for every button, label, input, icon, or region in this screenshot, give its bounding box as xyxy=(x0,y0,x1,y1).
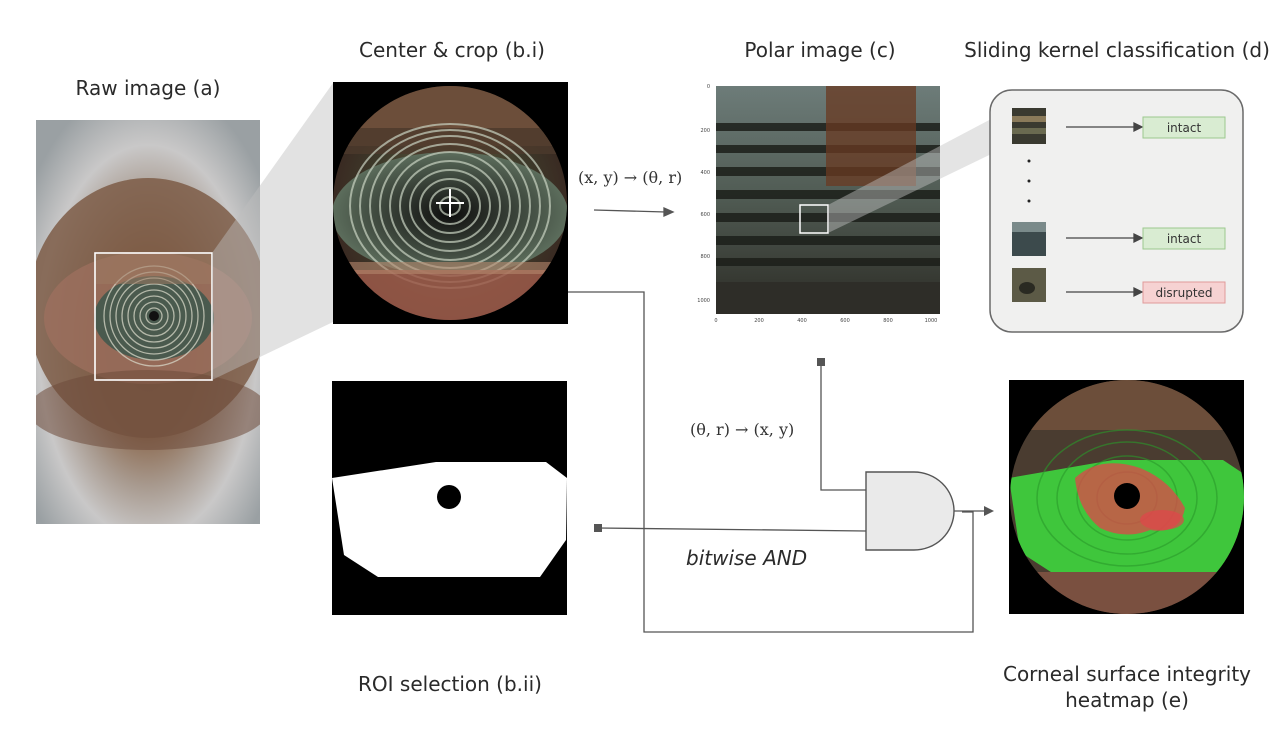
inverse-transform-label: (θ, r) → (x, y) xyxy=(690,420,795,439)
polar-xtick: 1000 xyxy=(925,318,938,324)
polar-ytick: 0 xyxy=(707,84,710,90)
crop-region-box xyxy=(94,252,213,381)
result-disrupted: disrupted xyxy=(1142,281,1226,304)
ellipsis-dot xyxy=(1027,199,1031,203)
polar-xtick: 200 xyxy=(754,318,764,324)
polar-ytick: 400 xyxy=(700,170,710,176)
center-crop-label: Center & crop (b.i) xyxy=(359,38,545,62)
result-intact-2: intact xyxy=(1142,227,1226,250)
forward-transform-arrow xyxy=(593,206,675,218)
kernel-window xyxy=(799,204,829,234)
polar-xtick: 800 xyxy=(883,318,893,324)
polar-xtick: 0 xyxy=(714,318,717,324)
center-crosshair xyxy=(436,189,464,217)
ellipsis-dot xyxy=(1027,159,1031,163)
sliding-kernel-label: Sliding kernel classification (d) xyxy=(964,38,1270,62)
svg-text:intact: intact xyxy=(1167,232,1202,246)
ellipsis-dot xyxy=(1027,179,1031,183)
result-intact-1: intact xyxy=(1142,116,1226,139)
raw-image-label: Raw image (a) xyxy=(75,76,221,100)
kernel-patch-1 xyxy=(1012,108,1046,144)
polar-image: 0 200 400 600 800 1000 0 200 400 600 800… xyxy=(697,84,940,324)
polar-ytick: 1000 xyxy=(697,298,710,304)
classification-panel: intact intact disrupted xyxy=(989,89,1244,333)
polar-ytick: 800 xyxy=(700,254,710,260)
heatmap-label-line2: heatmap (e) xyxy=(1065,688,1189,712)
forward-transform-label: (x, y) → (θ, r) xyxy=(578,168,683,187)
svg-text:disrupted: disrupted xyxy=(1155,286,1212,300)
zoom-wedge xyxy=(212,83,333,380)
and-gate xyxy=(865,471,955,551)
roi-connector-terminal xyxy=(594,524,602,532)
raw-image xyxy=(36,120,260,524)
inverse-connector-terminal xyxy=(817,358,825,366)
roi-mask-image xyxy=(332,381,567,615)
polar-xtick: 600 xyxy=(840,318,850,324)
polar-ytick: 200 xyxy=(700,128,710,134)
polar-ytick: 600 xyxy=(700,212,710,218)
heatmap-label-line1: Corneal surface integrity xyxy=(1002,662,1252,686)
connector-lines xyxy=(568,291,985,633)
center-crop-image xyxy=(333,82,568,324)
roi-selection-label: ROI selection (b.ii) xyxy=(358,672,542,696)
integrity-heatmap xyxy=(1009,380,1244,614)
gate-output-arrowhead xyxy=(984,506,994,516)
polar-xtick: 400 xyxy=(797,318,807,324)
polar-image-label: Polar image (c) xyxy=(744,38,896,62)
svg-text:intact: intact xyxy=(1167,121,1202,135)
bitwise-and-label: bitwise AND xyxy=(686,546,808,570)
